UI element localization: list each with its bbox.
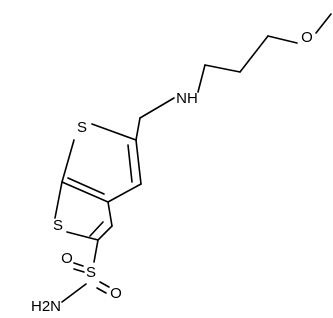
bond-s-upper-c5 [91,123,137,141]
atom-nh: NH [176,90,198,107]
bond-c-fused-top-s-lower [54,181,63,219]
bond-c2-c3-double [89,221,104,237]
bond-c3-o [267,35,298,44]
bond-s-sulfonyl-o-left [73,262,84,267]
bond-c-fused-bottom-c-fused-top [61,181,109,203]
bond-s-sulfonyl-o-left-double [73,268,85,273]
bond-c2-s-sulfonyl [93,239,99,263]
atom-o-sulfonyl-left: O [61,250,73,267]
bond-ch2-nh [139,97,175,119]
bond-s-upper-c-fused-top [61,139,75,183]
bond-c2-c3 [97,225,113,241]
atom-s-upper: S [77,119,87,136]
atom-labels: S S NH O S O O H2N [31,29,313,315]
bond-s-sulfonyl-n [61,283,87,303]
bond-c3-c-fused-bottom [107,201,113,227]
bond-fused-double [67,177,105,195]
atom-s-lower: S [53,217,63,234]
bond-c5-c4 [135,139,142,185]
bond-s-sulfonyl-o-right [99,281,110,288]
atom-o-methoxy: O [301,29,313,46]
bond-s-lower-c2 [66,231,99,241]
bond-c4-c-fused-bottom [107,183,142,203]
bond-c5-ch2 [135,117,141,141]
atom-s-sulfonyl: S [86,264,96,281]
bond-c2-c3-chain [239,35,269,73]
bond-s-sulfonyl-o-right-double [96,287,107,294]
bond-c1-c2 [204,64,241,73]
bond-o-ch3 [315,13,332,34]
bond-c5-c4-double [127,144,133,183]
bonds [54,13,332,303]
atom-o-sulfonyl-right: O [110,285,122,302]
bond-nh-c1 [197,64,206,93]
atom-nh2: H2N [31,298,61,315]
